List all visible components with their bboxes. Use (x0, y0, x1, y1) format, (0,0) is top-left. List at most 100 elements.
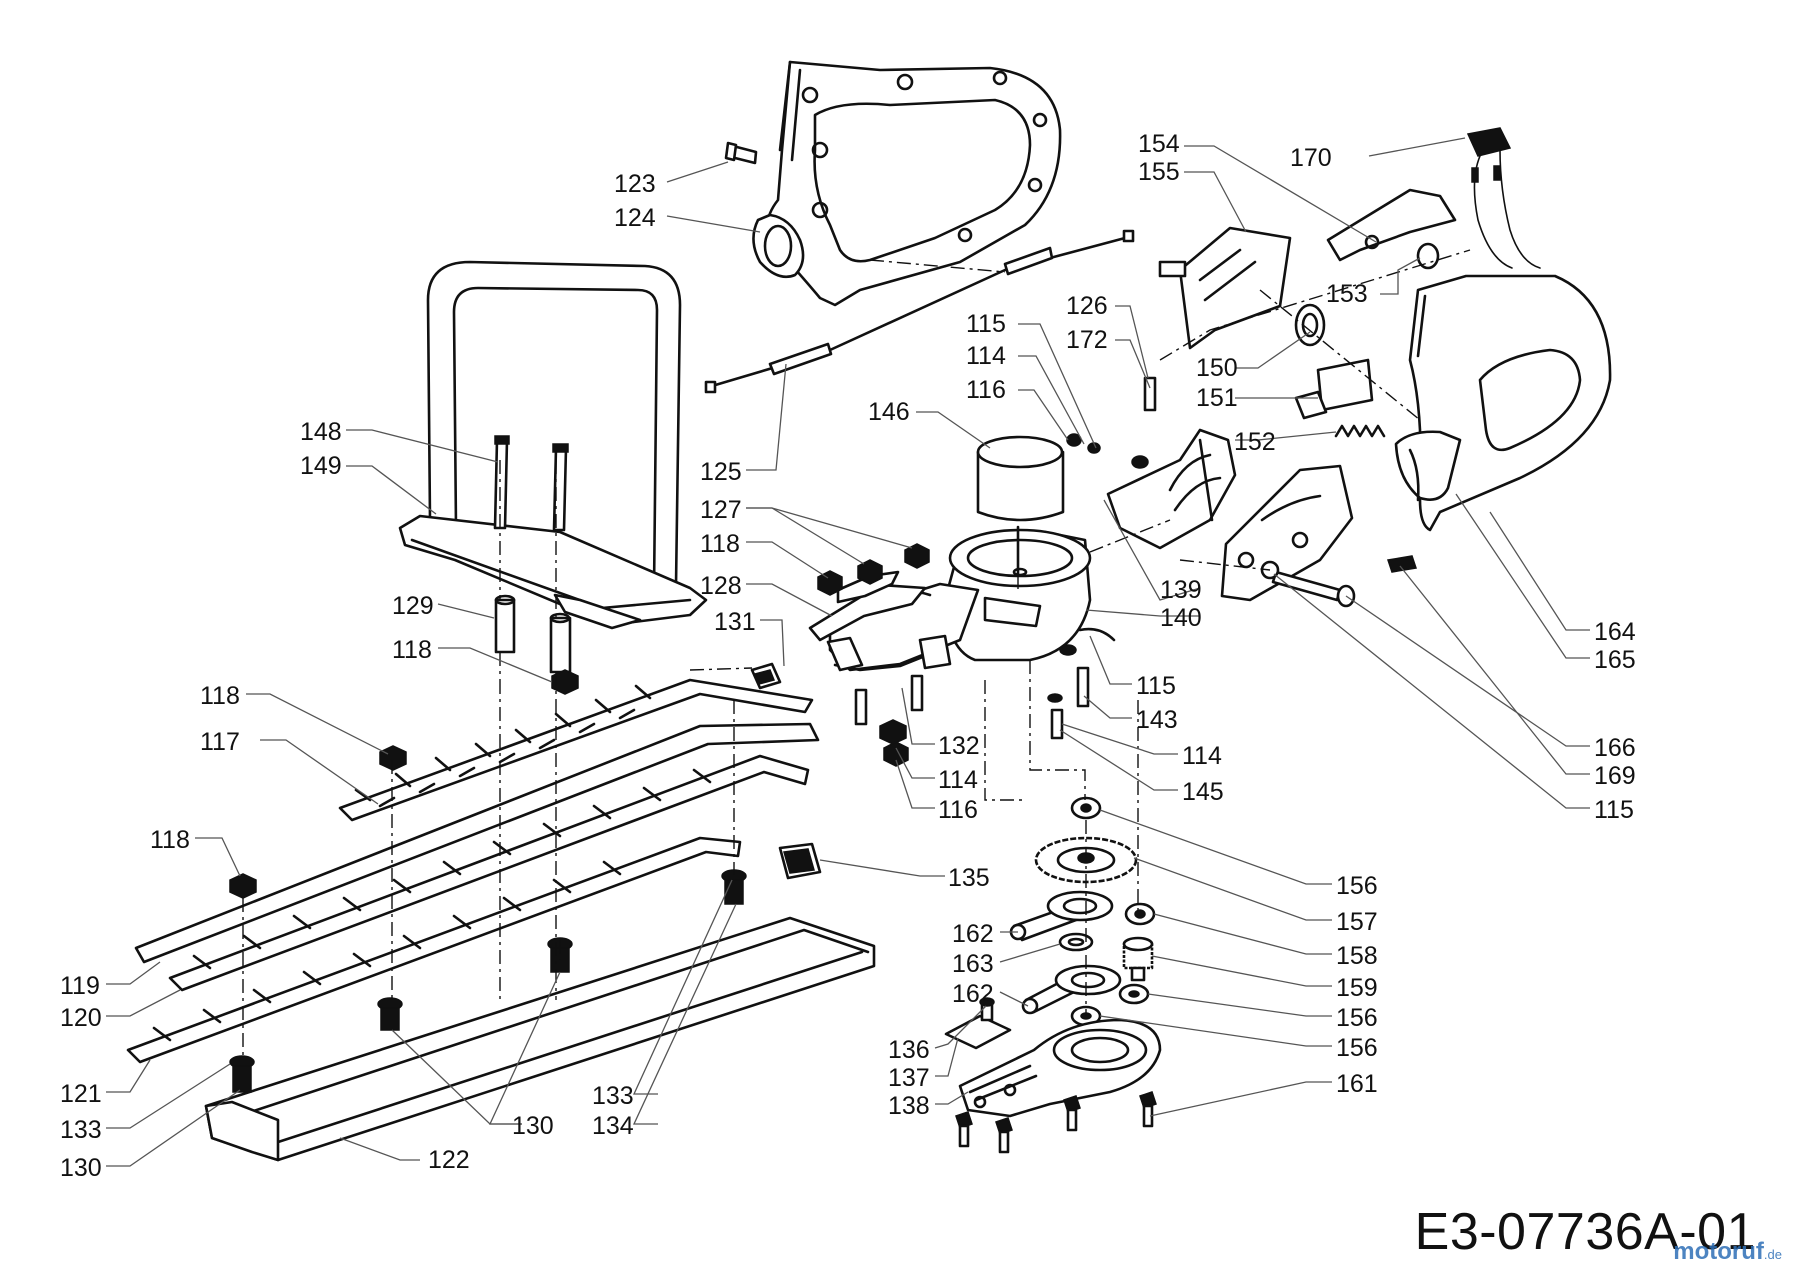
callout-139: 139 (1160, 576, 1202, 604)
callout-130-a: 130 (512, 1112, 554, 1140)
callout-118-b: 118 (392, 636, 432, 664)
callout-130-b: 130 (60, 1154, 102, 1182)
connecting-rod-162-upper (1009, 890, 1114, 942)
callout-124: 124 (614, 204, 656, 232)
callout-132: 132 (938, 732, 980, 760)
callout-118-a: 118 (700, 530, 740, 558)
callout-133-a: 133 (592, 1082, 634, 1110)
callout-119: 119 (60, 972, 100, 1000)
nuts-127 (817, 543, 930, 596)
assembly-axis-lines (242, 249, 1471, 1060)
callout-115-c: 115 (1594, 796, 1634, 824)
slide-151 (1294, 358, 1374, 420)
callout-114: 114 (966, 342, 1006, 370)
callout-128: 128 (700, 572, 742, 600)
bearing-158 (1124, 902, 1156, 926)
callout-122: 122 (428, 1146, 470, 1174)
lever-154 (1326, 188, 1457, 262)
watermark-logo: motoruf.de (1673, 1238, 1782, 1266)
callout-154: 154 (1138, 130, 1180, 158)
callout-125: 125 (700, 458, 742, 486)
callout-115-b: 115 (1136, 672, 1176, 700)
callout-155: 155 (1138, 158, 1180, 186)
screws-132 (854, 674, 924, 767)
cutter-blade-121 (126, 836, 742, 1064)
callout-162-b: 162 (952, 980, 994, 1008)
callout-169: 169 (1594, 762, 1636, 790)
callout-126: 126 (1066, 292, 1108, 320)
callout-129: 129 (392, 592, 434, 620)
callout-161: 161 (1336, 1070, 1378, 1098)
nuts-118 (229, 669, 579, 899)
callout-164: 164 (1594, 618, 1636, 646)
washer-163 (1058, 932, 1094, 952)
switch-170 (1466, 127, 1541, 269)
callout-163: 163 (952, 950, 994, 978)
rear-handle-housing-half (752, 60, 1062, 307)
callout-116-b: 116 (938, 796, 978, 824)
callout-165: 165 (1594, 646, 1636, 674)
callout-153: 153 (1326, 280, 1368, 308)
callout-156-b: 156 (1336, 1004, 1378, 1032)
motor-146 (976, 435, 1065, 577)
connecting-rod-162-lower (1021, 964, 1122, 1015)
callout-117: 117 (200, 728, 240, 756)
callout-158: 158 (1336, 942, 1378, 970)
callout-170: 170 (1290, 144, 1332, 172)
callout-138: 138 (888, 1092, 930, 1120)
callout-114-c: 114 (938, 766, 978, 794)
callout-166: 166 (1594, 734, 1636, 762)
callout-136: 136 (888, 1036, 930, 1064)
callout-146: 146 (868, 398, 910, 426)
callout-137: 137 (888, 1064, 930, 1092)
gear-cover-138 (958, 1018, 1162, 1118)
upper-cutter-blade-117 (338, 678, 814, 822)
bracket-128 (808, 570, 927, 642)
blade-sheath-122 (204, 916, 876, 1162)
screw-123 (724, 141, 758, 165)
callout-150: 150 (1196, 354, 1238, 382)
gear-housing (826, 528, 1092, 672)
guide-bar-119 (134, 722, 820, 964)
plate-137 (944, 1014, 1012, 1050)
diagram-reference-code: E3-07736A-01 (1414, 1203, 1756, 1261)
callout-120: 120 (60, 1004, 102, 1032)
cover-plate-166 (1220, 464, 1354, 602)
bearing-156 (1070, 796, 1102, 820)
callout-162-a: 162 (952, 920, 994, 948)
leader-lines (106, 137, 1590, 1167)
trigger-155 (1158, 226, 1292, 350)
callout-156-c: 156 (1336, 1034, 1378, 1062)
screws-161 (955, 1091, 1157, 1154)
callout-151: 151 (1196, 384, 1238, 412)
pinion-159 (1122, 936, 1154, 982)
callout-labels: 123 124 154 155 170 153 126 172 115 114 … (60, 130, 1636, 1182)
callout-140: 140 (1160, 604, 1202, 632)
callout-152: 152 (1234, 428, 1276, 456)
callout-172: 172 (1066, 326, 1108, 354)
callout-131: 131 (714, 608, 756, 636)
callout-156-a: 156 (1336, 872, 1378, 900)
callout-123: 123 (614, 170, 656, 198)
callout-145: 145 (1182, 778, 1224, 806)
spacers-129 (494, 594, 572, 674)
lower-cutter-blade-120 (168, 754, 810, 992)
callout-118-d: 118 (150, 826, 190, 854)
callout-148: 148 (300, 418, 342, 446)
callout-121: 121 (60, 1080, 102, 1108)
callout-157: 157 (1336, 908, 1378, 936)
spring-152 (1334, 424, 1386, 438)
callout-127: 127 (700, 496, 742, 524)
rear-handle-housing-164 (1394, 274, 1612, 532)
callout-115: 115 (966, 310, 1006, 338)
clamp-131 (750, 662, 782, 690)
callout-149: 149 (300, 452, 342, 480)
callout-159: 159 (1336, 974, 1378, 1002)
callout-133-b: 133 (60, 1116, 102, 1144)
callout-134: 134 (592, 1112, 634, 1140)
clamp-135 (778, 842, 822, 880)
bolt-169 (1260, 555, 1417, 608)
callout-118-c: 118 (200, 682, 240, 710)
front-bow-handle (398, 260, 708, 630)
